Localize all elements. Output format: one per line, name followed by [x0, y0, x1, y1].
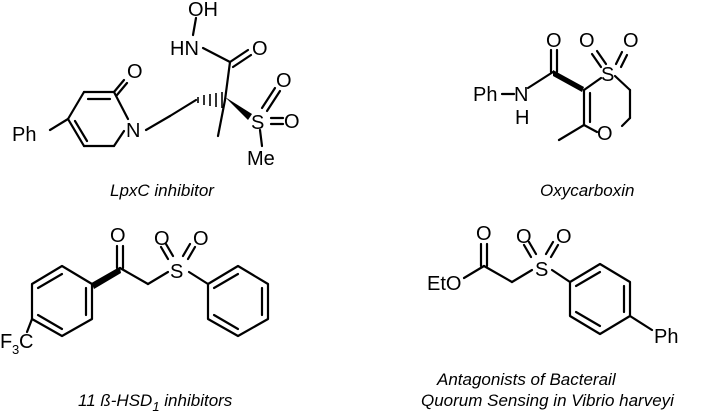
- structure-caption: Quorum Sensing in Vibrio harveyi: [421, 391, 675, 410]
- caption-part: inhibitors: [160, 391, 233, 410]
- structure-caption: 11 ß-HSD1 inhibitors: [78, 391, 233, 414]
- structure-caption: Oxycarboxin: [540, 181, 634, 200]
- atom-label: O: [193, 228, 209, 250]
- atom-label: HN: [170, 38, 199, 60]
- atom-label: S: [170, 261, 183, 283]
- atom-label: O: [476, 223, 492, 245]
- atom-label: N: [514, 84, 528, 106]
- atom-label: O: [276, 70, 292, 92]
- hsd1-inhibitor-structure: O O O S F 3 C 11 ß-HSD1 inhibitors: [0, 225, 270, 414]
- atom-label: Me: [247, 148, 275, 170]
- atom-label: N: [126, 120, 140, 142]
- oxycarboxin-structure: O O O S Ph N H O Oxycarboxin: [473, 30, 639, 200]
- atom-label: C: [19, 331, 33, 353]
- atom-subscript: 3: [12, 342, 19, 357]
- hashed-wedge-bond: [197, 92, 223, 108]
- structure-caption: LpxC inhibitor: [110, 181, 215, 200]
- atom-label: O: [110, 225, 126, 247]
- atom-label: H: [515, 107, 529, 129]
- atom-label: S: [251, 112, 264, 134]
- atom-label: O: [127, 61, 143, 83]
- lpxc-inhibitor-structure: O OH HN O Ph N S O O Me LpxC inhibitor: [12, 0, 300, 200]
- atom-label: O: [154, 228, 170, 250]
- atom-label: O: [623, 30, 639, 52]
- atom-label: S: [535, 259, 548, 281]
- atom-label: S: [601, 64, 614, 86]
- atom-label: O: [284, 111, 300, 133]
- atom-label: Ph: [654, 326, 678, 348]
- caption-subscript: 1: [152, 399, 159, 414]
- atom-label: O: [516, 226, 532, 248]
- structure-caption: Antagonists of Bacterail: [436, 370, 617, 389]
- atom-label: O: [579, 30, 595, 52]
- atom-label: O: [597, 123, 613, 145]
- atom-label: F: [0, 331, 12, 353]
- quorum-sensing-antagonist-structure: O O O EtO S Ph Antagonists of Bacterail …: [421, 223, 678, 410]
- atom-label: EtO: [427, 273, 461, 295]
- atom-label: O: [252, 38, 268, 60]
- atom-label: Ph: [12, 124, 36, 146]
- atom-label: O: [556, 226, 572, 248]
- atom-label: Ph: [473, 84, 497, 106]
- caption-part: 11 ß-HSD: [78, 391, 152, 410]
- atom-label: OH: [188, 0, 218, 21]
- atom-label: O: [546, 30, 562, 52]
